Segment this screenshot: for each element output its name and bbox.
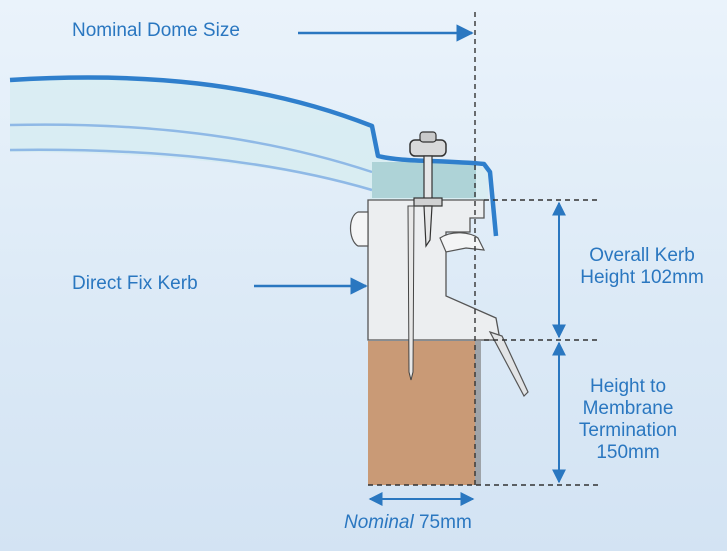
kerb-drip-leg <box>488 330 529 397</box>
overall-kerb-height-line2: Height 102mm <box>580 267 704 288</box>
membrane-line1: Height to <box>589 376 667 397</box>
direct-fix-kerb-body <box>367 199 501 341</box>
dome-outer-outline <box>9 75 499 237</box>
kerb-side-tab <box>349 211 369 247</box>
nominal-width-italic: Nominal <box>344 512 414 533</box>
nominal-dome-size-label: Nominal Dome Size <box>72 20 240 41</box>
membrane-line2: Membrane <box>582 398 674 419</box>
membrane-termination-label: Height to Membrane Termination 150mm <box>565 376 691 464</box>
overall-kerb-height-line1: Overall Kerb <box>589 245 695 266</box>
membrane-line3: Termination <box>578 420 678 441</box>
timber-upstand <box>368 341 475 485</box>
nominal-width-label: Nominal 75mm <box>344 512 472 534</box>
kerb-clip-lip <box>439 232 486 253</box>
timber-shadow <box>475 341 481 485</box>
nominal-width-value: 75mm <box>418 512 472 533</box>
membrane-line4: 150mm <box>596 442 660 463</box>
direct-fix-kerb-label: Direct Fix Kerb <box>72 273 198 294</box>
fixing-screw <box>407 131 447 381</box>
overall-kerb-height-label: Overall Kerb Height 102mm <box>562 245 722 289</box>
dome-glazing <box>10 75 488 200</box>
dome-inner-layer-3 <box>9 148 373 192</box>
dome-inner-layer-2 <box>9 123 373 174</box>
dimension-guides <box>368 12 600 486</box>
